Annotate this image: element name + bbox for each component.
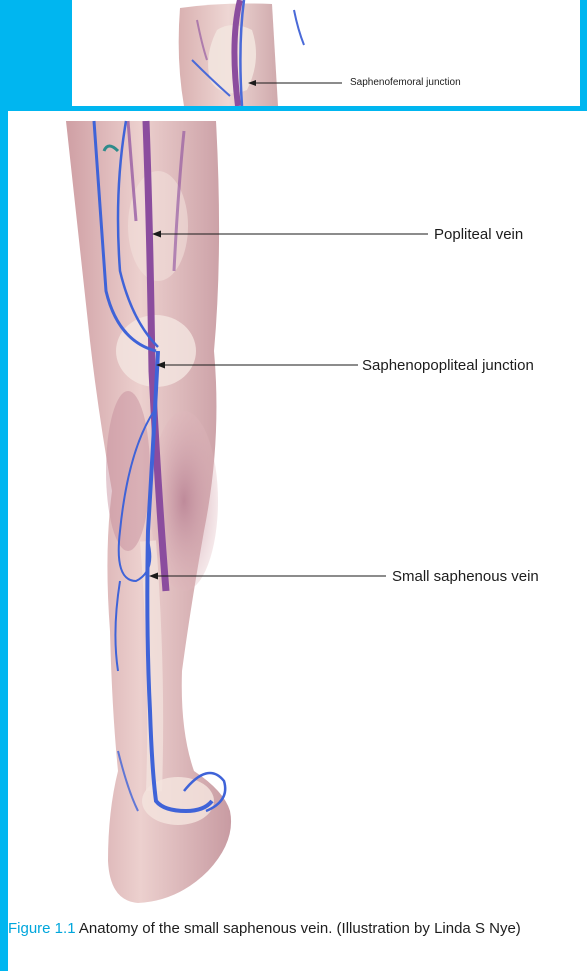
figure-caption: Figure 1.1 Anatomy of the small saphenou… [8,918,583,939]
saphenopopliteal-junction-label: Saphenopopliteal junction [362,357,534,374]
figure-panel: Popliteal vein Saphenopopliteal junction… [8,111,587,971]
figure-number: Figure 1.1 [8,920,76,937]
top-inset-panel: Saphenofemoral junction [72,0,580,106]
saphenofemoral-junction-label: Saphenofemoral junction [350,77,461,88]
small-saphenous-vein-label: Small saphenous vein [392,568,539,585]
popliteal-vein-label: Popliteal vein [434,226,523,243]
thigh-illustration [72,0,580,106]
caption-text: Anatomy of the small saphenous vein. (Il… [79,920,521,937]
